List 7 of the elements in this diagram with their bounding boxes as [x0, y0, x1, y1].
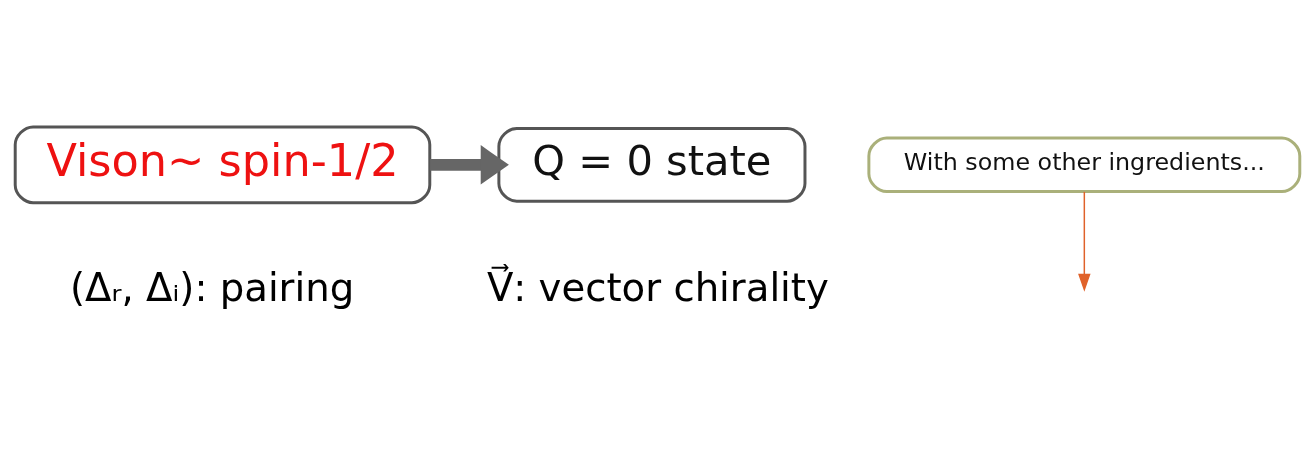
label: V⃗: vector chirality	[486, 264, 829, 310]
arrow	[1078, 191, 1091, 292]
node-box: With some other ingredients...	[867, 136, 1302, 194]
node-box: Q = 0 state	[497, 126, 807, 203]
node-box: Vison~ spin-1/2	[13, 125, 432, 205]
label: (Δᵣ, Δᵢ): pairing	[69, 264, 355, 310]
arrow	[430, 145, 509, 185]
